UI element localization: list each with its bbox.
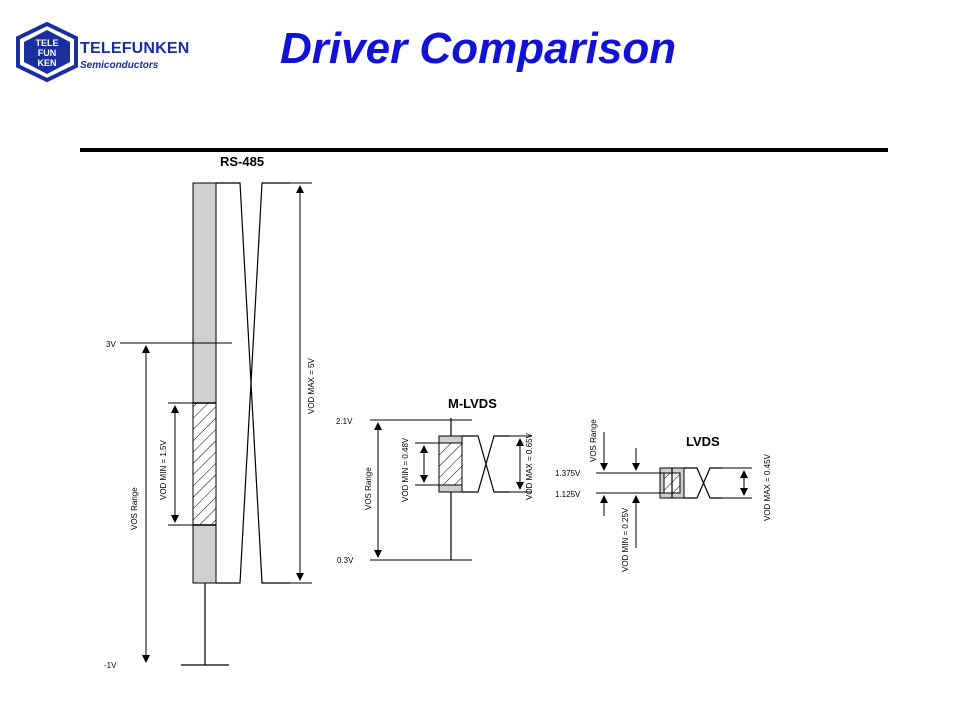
badge-line-1: TELE	[35, 38, 58, 48]
mlvds-title: M-LVDS	[448, 396, 497, 411]
mlvds-waveform-b	[462, 435, 510, 493]
lvds-vod-max: VOD MAX = 0.45V	[763, 453, 772, 521]
rs485-title: RS-485	[220, 154, 264, 169]
lvds-vos-label: VOS Range	[589, 419, 598, 462]
telefunken-badge-icon: TELE FUN KEN	[16, 21, 78, 83]
mlvds-diagram: M-LVDS 2.1V 0.3V VOS Range VOD MIN = 0.4…	[336, 396, 534, 565]
lvds-vod-min: VOD MIN = 0.25V	[621, 507, 630, 572]
logo-sub: Semiconductors	[80, 60, 159, 71]
lvds-title: LVDS	[686, 434, 720, 449]
lvds-v-high: 1.375V	[555, 469, 581, 478]
rs485-v-low: -1V	[104, 661, 117, 670]
mlvds-v-high: 2.1V	[336, 417, 353, 426]
rs485-v-high: 3V	[106, 340, 116, 349]
mlvds-hatched-region	[438, 442, 463, 486]
rs485-vod-min: VOD MIN = 1.5V	[159, 440, 168, 500]
telefunken-logo: TELE FUN KEN TELEFUNKEN Semiconductors	[14, 21, 204, 83]
rs485-hatched-region	[192, 402, 217, 526]
lvds-waveform-b	[684, 467, 722, 499]
rs485-waveform-a	[216, 182, 290, 584]
page-title: Driver Comparison	[280, 24, 677, 73]
rs485-diagram: RS-485 3V -1V VOS Range	[104, 154, 316, 670]
lvds-diagram: LVDS 1.375V 1.125V VOS Range VOD MIN = 0…	[555, 419, 772, 572]
mlvds-v-low: 0.3V	[337, 556, 354, 565]
lvds-v-low: 1.125V	[555, 490, 581, 499]
mlvds-vod-max: VOD MAX = 0.65V	[525, 432, 534, 500]
rs485-vod-max: VOD MAX = 5V	[307, 358, 316, 414]
mlvds-vos-label: VOS Range	[364, 467, 373, 510]
mlvds-vod-min: VOD MIN = 0.48V	[401, 437, 410, 502]
rs485-vos-label: VOS Range	[130, 487, 139, 530]
badge-line-3: KEN	[37, 58, 56, 68]
logo-name: TELEFUNKEN	[80, 40, 190, 57]
rs485-waveform-b	[216, 182, 290, 584]
title-rule	[80, 148, 888, 152]
badge-line-2: FUN	[38, 48, 57, 58]
